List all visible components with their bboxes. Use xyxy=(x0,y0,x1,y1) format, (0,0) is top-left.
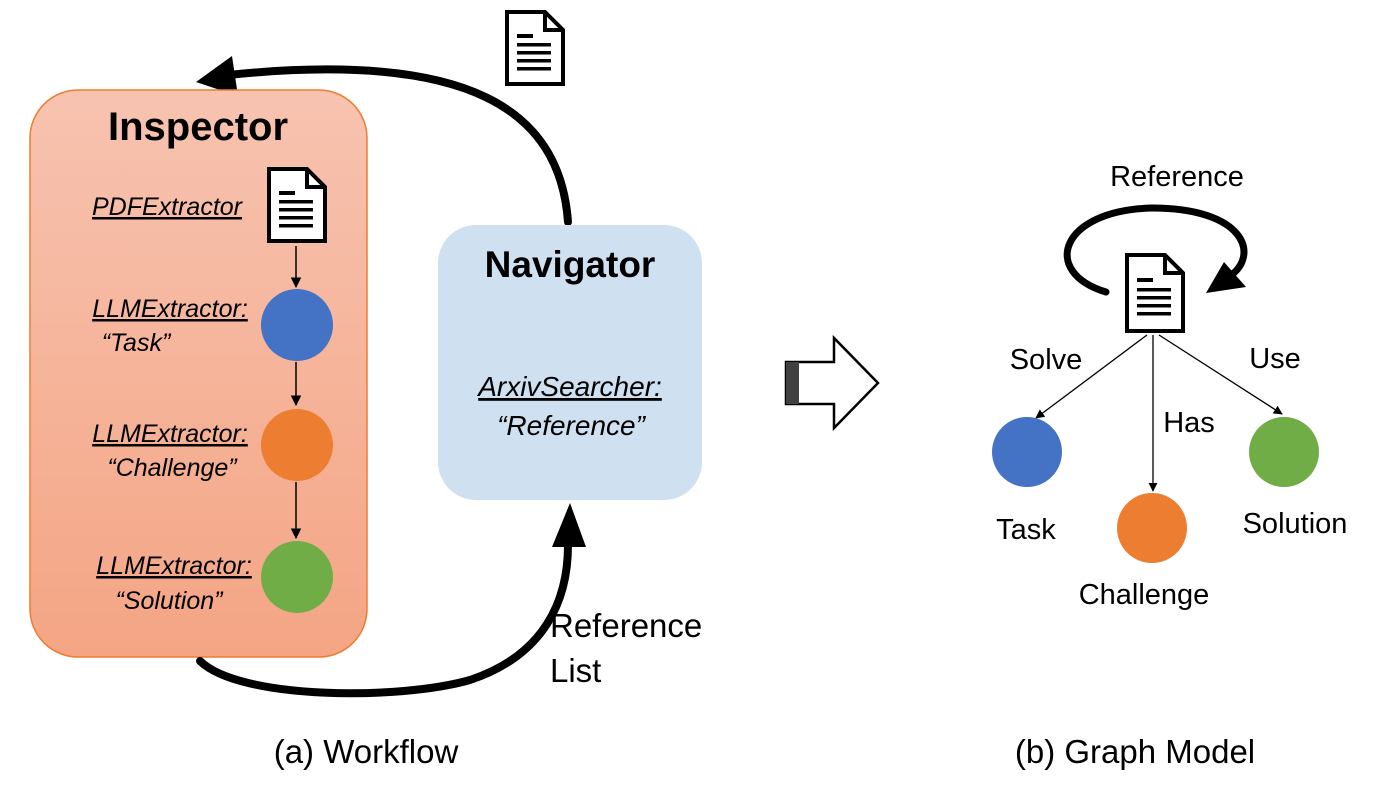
edge-label-has: Has xyxy=(1163,407,1215,439)
pdf-document-icon xyxy=(267,167,327,243)
transition-arrow-icon xyxy=(784,334,880,432)
edge-label-solve: Solve xyxy=(1010,344,1083,376)
challenge-node xyxy=(1117,493,1187,563)
solution-circle xyxy=(261,541,333,613)
challenge-node-label: Challenge xyxy=(1079,579,1210,611)
edge-use xyxy=(1158,334,1283,415)
solution-node-label: Solution xyxy=(1243,508,1348,540)
task-node xyxy=(992,417,1062,487)
llm-extractor-solution-label: LLMExtractor: xyxy=(96,552,252,580)
navigator-field-label: “Reference” xyxy=(497,410,647,441)
llm-extractor-challenge-label: LLMExtractor: xyxy=(92,420,248,448)
navigator-title: Navigator xyxy=(485,244,656,285)
feedback-arrow-top xyxy=(224,65,572,226)
navigator-box xyxy=(438,225,702,500)
feedback-arrowhead-top xyxy=(196,56,238,96)
inspector-title: Inspector xyxy=(108,105,288,149)
edge-label-use: Use xyxy=(1249,343,1301,375)
arxiv-searcher-label: ArxivSearcher: xyxy=(476,371,662,402)
reference-list-label-line2: List xyxy=(550,652,601,689)
challenge-field-label: “Challenge” xyxy=(107,454,238,482)
reference-list-label-line1: Reference xyxy=(550,607,702,644)
llm-extractor-task-label: LLMExtractor: xyxy=(92,295,248,323)
reference-loop-label: Reference xyxy=(1110,161,1244,193)
reference-list-arrowhead xyxy=(552,503,586,547)
task-circle xyxy=(261,289,333,361)
paper-node-icon xyxy=(1125,253,1185,333)
reference-self-loop xyxy=(1063,204,1248,296)
edge-solve xyxy=(1035,334,1148,419)
graph-model-caption: (b) Graph Model xyxy=(1015,733,1255,770)
reference-self-loop-arrowhead xyxy=(1206,262,1246,293)
solution-field-label: “Solution” xyxy=(116,587,225,615)
challenge-circle xyxy=(261,409,333,481)
solution-node xyxy=(1249,417,1319,487)
reference-list-arrow xyxy=(196,541,572,698)
task-node-label: Task xyxy=(996,514,1056,546)
task-field-label: “Task” xyxy=(102,329,172,357)
document-icon xyxy=(505,10,565,86)
pdf-extractor-label: PDFExtractor xyxy=(92,193,244,221)
workflow-caption: (a) Workflow xyxy=(274,733,459,770)
